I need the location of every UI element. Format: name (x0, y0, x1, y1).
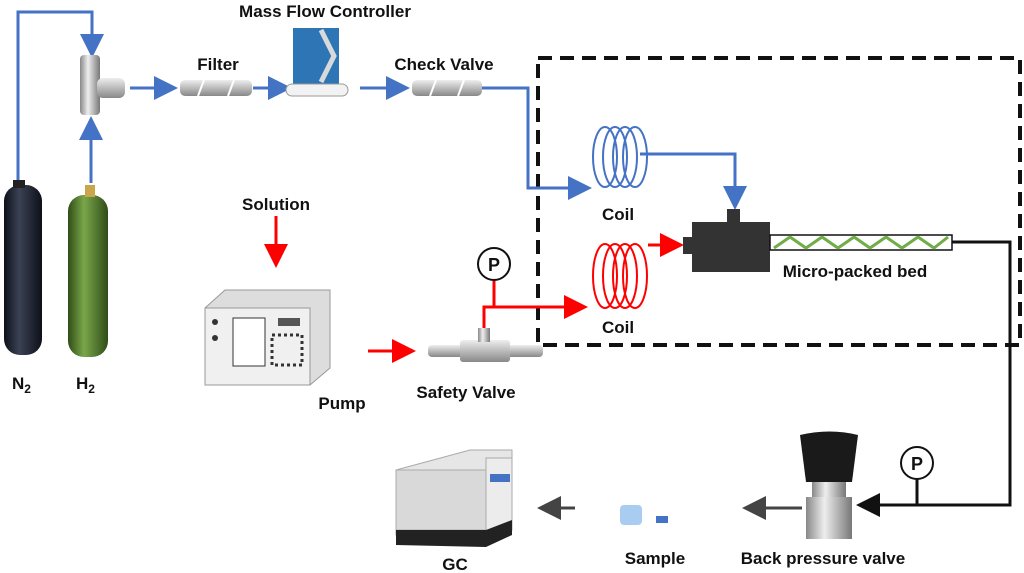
check-valve (412, 79, 482, 97)
svg-text:P: P (488, 255, 500, 275)
reactor-label: Micro-packed bed (783, 262, 928, 281)
gas-coil-label: Coil (602, 205, 634, 224)
micro-packed-bed (769, 234, 953, 251)
check-valve-label: Check Valve (394, 55, 493, 74)
mass-flow-controller (285, 28, 349, 97)
tee-fitting (80, 55, 125, 115)
liquid-lines (264, 216, 684, 363)
svg-text:P: P (911, 454, 923, 474)
sample-vial (620, 505, 668, 525)
gas-chromatograph (395, 449, 513, 547)
n2-cylinder (4, 180, 42, 355)
h2-cylinder (68, 185, 108, 357)
mfc-label: Mass Flow Controller (239, 2, 411, 21)
filter-label: Filter (197, 55, 239, 74)
gas-lines (16, 10, 747, 210)
heated-zone-boundary (536, 56, 1022, 347)
filter (180, 79, 252, 97)
solution-label: Solution (242, 195, 310, 214)
liquid-coil-label: Coil (602, 318, 634, 337)
pressure-gauge-safety: P (477, 247, 511, 281)
pump (204, 289, 331, 386)
sample-label: Sample (625, 549, 685, 568)
pressure-gauge-bpv: P (900, 446, 934, 480)
safety-valve (428, 328, 543, 362)
pump-label: Pump (318, 394, 365, 413)
liquid-coil (592, 243, 648, 309)
bpv-label: Back pressure valve (741, 549, 905, 568)
product-lines (856, 240, 1012, 517)
n2-label: N2 (12, 374, 31, 396)
h2-label: H2 (76, 374, 95, 396)
gas-coil (592, 126, 648, 188)
back-pressure-valve (800, 431, 858, 539)
safety-valve-label: Safety Valve (416, 383, 515, 402)
gc-label: GC (442, 555, 468, 573)
mixer-block (683, 209, 770, 272)
